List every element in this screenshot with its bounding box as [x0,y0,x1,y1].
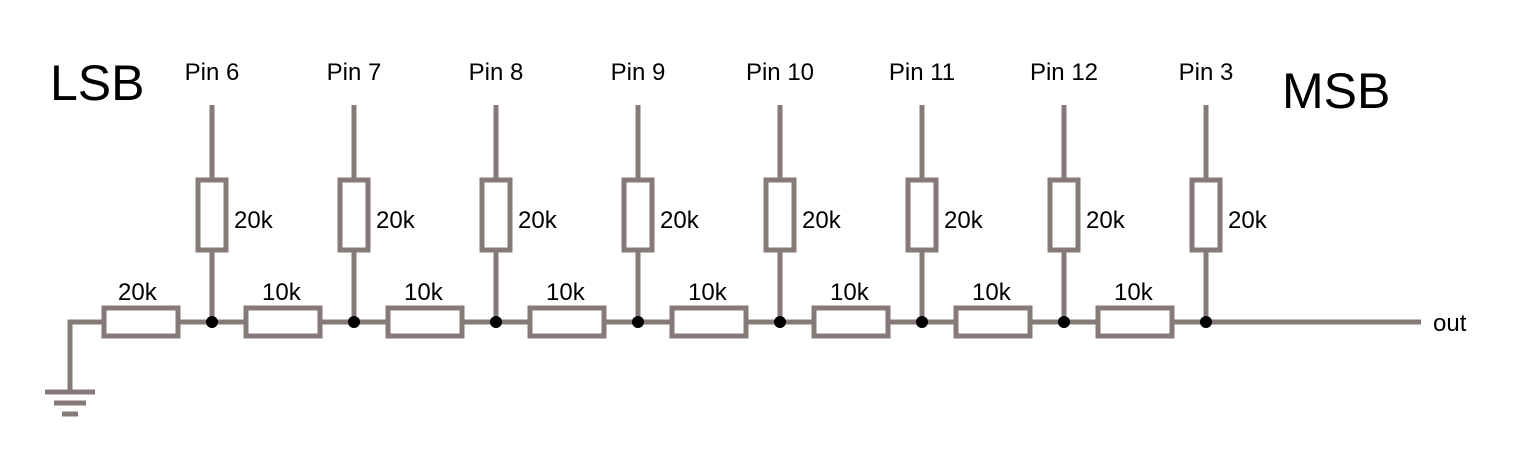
leg-resistor [763,177,797,253]
msb-label: MSB [1282,63,1390,119]
leg-resistor [1047,177,1081,253]
pin-label: Pin 6 [185,59,240,86]
series-resistor [811,305,891,339]
series-resistor-value: 10k [262,279,302,306]
series-resistor-value: 10k [972,279,1012,306]
leg-resistor [621,177,655,253]
leg-resistor [905,177,939,253]
leg-resistor-value: 20k [802,207,842,234]
series-resistor-value: 10k [688,279,728,306]
junction-dot [206,316,218,328]
ground-resistor-value: 20k [118,279,158,306]
resistor-ladder: 20k Pin 6 20k 10k Pin 7 20k 10k Pin 8 20k 10k Pin … [101,59,1268,339]
junction-dot [632,316,644,328]
leg-resistor-value: 20k [376,207,416,234]
leg-resistor [1189,177,1223,253]
series-resistor-value: 10k [404,279,444,306]
leg-resistor-value: 20k [660,207,700,234]
lsb-label: LSB [50,55,145,111]
series-resistor [385,305,465,339]
leg-resistor [479,177,513,253]
pin-label: Pin 12 [1030,59,1098,86]
leg-resistor-value: 20k [234,207,274,234]
pin-label: Pin 11 [889,59,955,86]
leg-resistor [337,177,371,253]
ground-resistor [101,305,181,339]
pin-label: Pin 10 [746,59,814,86]
pin-label: Pin 8 [469,59,524,86]
leg-resistor-value: 20k [1086,207,1126,234]
ground-symbol [45,319,104,417]
series-resistor-value: 10k [1114,279,1154,306]
pin-label: Pin 9 [611,59,666,86]
pin-label: Pin 7 [327,59,382,86]
leg-resistor-value: 20k [944,207,984,234]
series-resistor-value: 10k [830,279,870,306]
junction-dot [348,316,360,328]
series-resistor [243,305,323,339]
junction-dot [490,316,502,328]
out-label: out [1433,310,1467,337]
junction-dot [916,316,928,328]
series-resistor-value: 10k [546,279,586,306]
pin-label: Pin 3 [1179,59,1234,86]
series-resistor [527,305,607,339]
junction-dot [774,316,786,328]
series-resistor [1095,305,1175,339]
leg-resistor-value: 20k [518,207,558,234]
junction-dot [1200,316,1212,328]
leg-resistor-value: 20k [1228,207,1268,234]
series-resistor [669,305,749,339]
series-resistor [953,305,1033,339]
junction-dot [1058,316,1070,328]
leg-resistor [195,177,229,253]
